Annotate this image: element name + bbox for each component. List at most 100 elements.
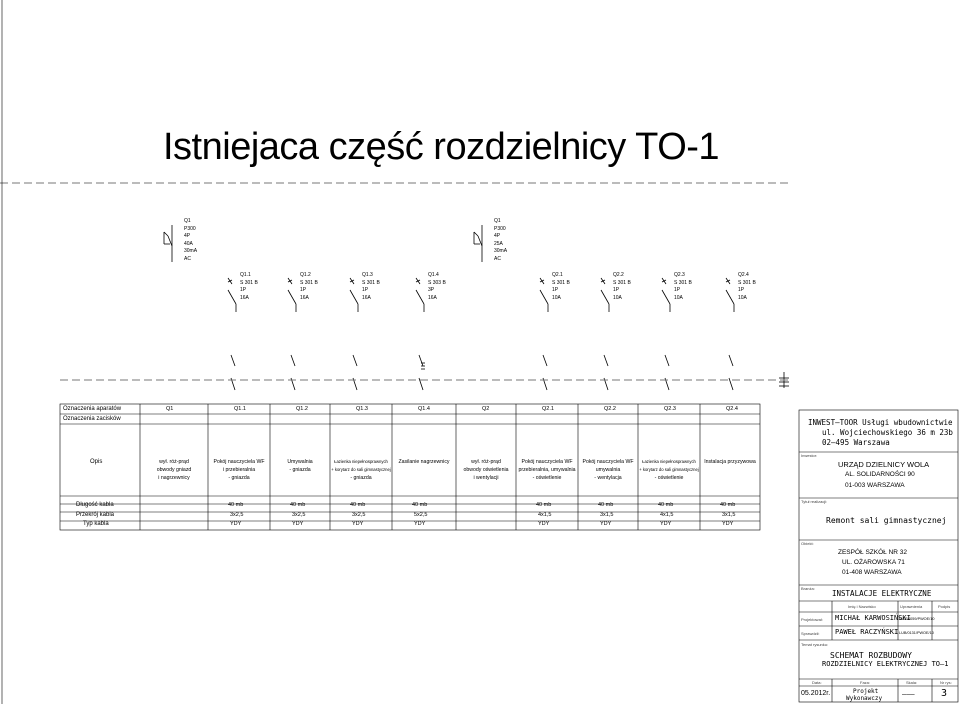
cell-opis-line: obwody gniazd <box>156 467 192 473</box>
branch-breaker-label: 10A <box>674 294 683 301</box>
cell-dlugosc: 40 mb <box>290 502 306 508</box>
branch-breaker-contact <box>661 289 671 305</box>
cell-aparat: Q2.3 <box>664 406 676 412</box>
branch-breaker-label: Q2.4 <box>738 272 749 278</box>
cell-opis-line: - gniazda <box>350 475 372 481</box>
cell-typ: YDY <box>600 521 612 527</box>
cell-opis: wył. róż-prąd obwody oświetlenia i wentyla… <box>453 458 519 482</box>
footer-phase: Projekt <box>853 688 879 695</box>
main-breaker-label: 40A <box>184 240 193 247</box>
cell-typ: YDY <box>722 521 734 527</box>
cell-opis-line: wył. róż-prąd <box>471 459 501 465</box>
main-breaker-label: AC <box>184 255 191 262</box>
cell-opis-line: - oświetlenie <box>532 475 562 481</box>
cell-dlugosc: 40 mb <box>412 502 428 508</box>
object-line: UL. OŻAROWSKA 71 <box>842 559 905 566</box>
drawing-line: ROZDZIELNICY ELEKTRYCZNEJ TO–1 <box>822 660 949 668</box>
branch-breaker-label: 16A <box>428 294 437 301</box>
cell-dlugosc: 40 mb <box>228 502 244 508</box>
branch-breaker-contact <box>725 289 735 305</box>
cell-dlugosc: 40 mb <box>350 502 366 508</box>
task-value: Remont sali gimnastycznej <box>826 516 947 525</box>
cell-przekroj: 5x2,5 <box>414 512 428 518</box>
sig-perm: LUB/0131/PWOE/10 <box>899 631 934 635</box>
branch-cable-tick <box>230 354 236 367</box>
row-label-przekroj: Przekrój kabla <box>76 512 115 518</box>
cell-aparat: Q1.1 <box>234 406 246 412</box>
main-breaker-label: P300 <box>184 225 196 232</box>
task-caption: Tytuł realizacji: <box>801 499 828 504</box>
branch-breaker-label: S 301 B <box>552 279 570 286</box>
branch-breaker-contact <box>539 289 549 305</box>
footer-date: 05.2012r. <box>801 690 831 697</box>
branch-breaker-label: 1P <box>613 287 620 294</box>
branch-breaker-label: Q1.4 <box>428 272 439 278</box>
branch-cable-tick <box>352 354 358 367</box>
cell-opis-line: umywalnia <box>595 467 621 473</box>
drawing-caption: Temat rysunku: <box>801 642 829 647</box>
cell-opis-line: wył. róż-prąd <box>159 459 189 465</box>
footer-header: Skala: <box>906 680 918 685</box>
sig-header: Podpis <box>938 604 951 609</box>
branch-breaker-label: 10A <box>613 294 622 301</box>
branch-value: INSTALACJE ELEKTRYCZNE <box>832 589 932 598</box>
main-breaker-latch <box>163 231 169 237</box>
cell-opis-line: i nagrzewnicy <box>158 475 190 481</box>
cell-opis-line: i wentylacji <box>473 475 499 481</box>
investor-caption: Inwestor: <box>801 453 818 458</box>
cell-opis-line: obwody oświetlenia <box>463 467 509 473</box>
branch-breaker-label: S 301 B <box>738 279 756 286</box>
branch-breaker-mark <box>227 277 233 285</box>
row-label-aparatow: Oznaczenia aparatów <box>63 406 122 412</box>
branch-breaker-label: S 301 B <box>613 279 631 286</box>
cell-opis-line: - wentylacja <box>594 475 622 481</box>
branch-cable-tick <box>664 354 670 367</box>
cell-aparat: Q2.1 <box>542 406 554 412</box>
branch-breaker-contact <box>349 289 359 305</box>
main-breaker-label: Q1 <box>184 218 191 224</box>
main-breaker-label: 30mA <box>184 248 198 254</box>
cell-typ: YDY <box>292 521 304 527</box>
object-line: 01-408 WARSZAWA <box>842 569 902 576</box>
cell-opis: Instalacja przyzywowa <box>697 458 763 466</box>
cell-przekroj: 3x2,5 <box>292 512 306 518</box>
sig-role: Projektował: <box>801 617 823 622</box>
title-block-frame <box>798 409 959 703</box>
cell-opis-line: Zasilanie nagrzewnicy <box>398 459 450 465</box>
cell-aparat: Q1.3 <box>356 406 368 412</box>
row-label-typ: Typ kabla <box>83 521 109 527</box>
branch-breaker-label: 3P <box>428 287 435 294</box>
main-breaker-label: 4P <box>184 233 191 239</box>
cell-dlugosc: 40 mb <box>536 502 552 508</box>
company-line: 02–495 Warszawa <box>822 438 890 447</box>
branch-cable-tick <box>728 354 734 367</box>
branch-breaker-label: 1P <box>300 287 307 294</box>
footer-header: Faza: <box>860 680 871 685</box>
main-breaker-label: 30mA <box>494 248 508 254</box>
cell-przekroj: 3x2,5 <box>352 512 366 518</box>
cell-opis: Łazienka niepełnosprawnych+ korytarz do … <box>328 458 394 482</box>
branch-breaker-label: 1P <box>552 287 559 294</box>
branch-breaker-mark <box>661 277 667 285</box>
cell-aparat: Q2 <box>482 406 490 412</box>
cell-opis: Umywalnia- gniazda <box>267 458 333 474</box>
branch-breaker-label: 16A <box>362 294 371 301</box>
cell-dlugosc: 40 mb <box>658 502 674 508</box>
cell-aparat: Q2.4 <box>726 406 738 412</box>
main-breaker-label: P300 <box>494 225 506 232</box>
branch-breaker-label: Q1.1 <box>240 272 251 278</box>
branch-cable-tick <box>418 377 424 391</box>
branch-breaker-contact <box>415 289 425 305</box>
footer-scale: ——— <box>902 690 915 698</box>
investor-line: AL. SOLIDARNOŚCI 90 <box>845 471 915 478</box>
cell-opis-line: Umywalnia <box>287 459 313 465</box>
row-label-dlugosc: Długość kabla <box>76 502 114 508</box>
main-breaker-label: Q1 <box>494 218 501 224</box>
company-line: ul. Wojciechowskiego 36 m 23b <box>822 428 953 437</box>
branch-breaker-contact <box>600 289 610 305</box>
cell-opis-line: Łazienka niepełnosprawnych <box>642 459 696 464</box>
cell-opis-line: - gniazda <box>228 475 250 481</box>
branch-cable-tick <box>542 354 548 367</box>
branch-breaker-label: S 301 B <box>674 279 692 286</box>
